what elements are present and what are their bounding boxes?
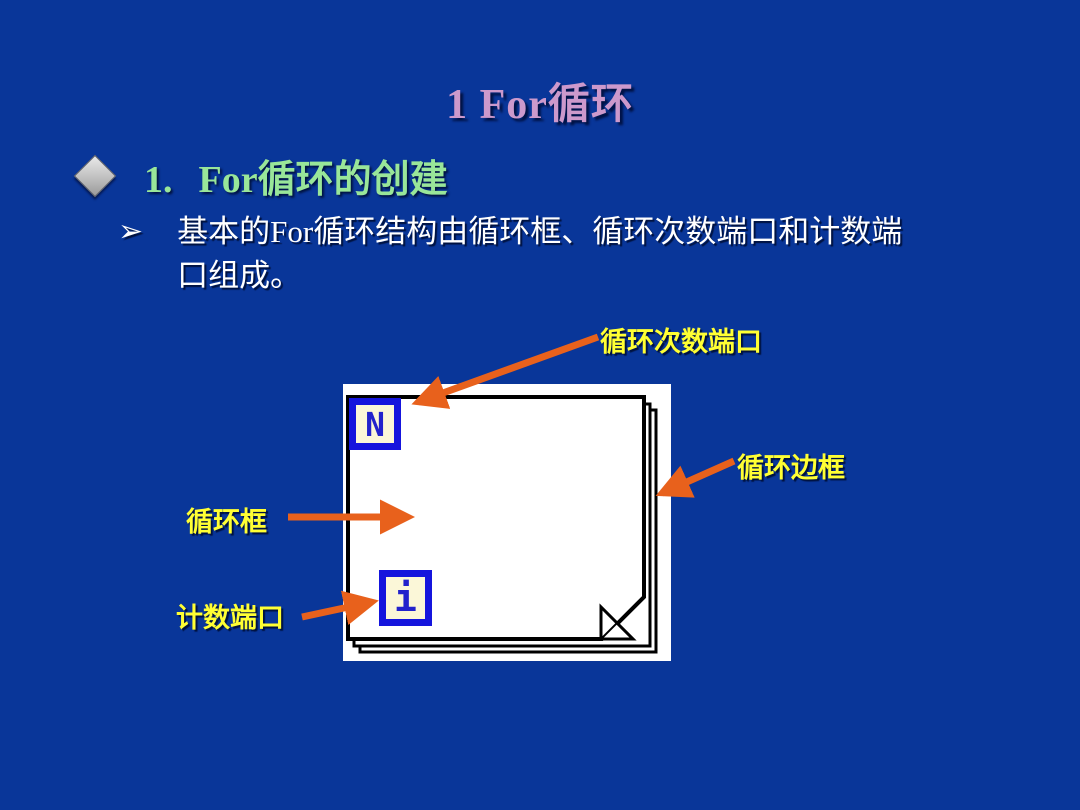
slide-title: 1 For循环: [446, 82, 634, 128]
label-count-terminal: 计数端口: [176, 603, 284, 633]
label-loop-frame: 循环框: [186, 507, 267, 537]
arrow-to-loop-border: [655, 457, 736, 498]
arrow-to-loop-count-terminal: [411, 333, 600, 409]
label-loop-border: 循环边框: [737, 453, 845, 483]
fold-corner-crease: [600, 596, 644, 640]
label-loop-count-terminal: 循环次数端口: [600, 327, 762, 357]
iteration-terminal-icon: i: [379, 570, 432, 626]
bullet-line-1: 基本的For循环结构由循环框、循环次数端口和计数端: [177, 214, 903, 249]
heading-label: For循环的创建: [198, 159, 448, 201]
heading-text: 1. For循环的创建: [144, 148, 448, 203]
arrow-bullet-icon: ➢: [118, 214, 144, 249]
bullet-row: ➢ 基本的For循环结构由循环框、循环次数端口和计数端 口组成。: [118, 210, 1048, 298]
loop-count-terminal-icon: N: [349, 398, 401, 450]
heading-row: 1. For循环的创建: [73, 148, 1020, 203]
arrow-to-count-terminal: [301, 590, 379, 625]
heading-number: 1.: [144, 159, 173, 201]
bullet-line-2: 口组成。: [177, 258, 302, 293]
bullet-text: 基本的For循环结构由循环框、循环次数端口和计数端 口组成。: [177, 210, 902, 298]
